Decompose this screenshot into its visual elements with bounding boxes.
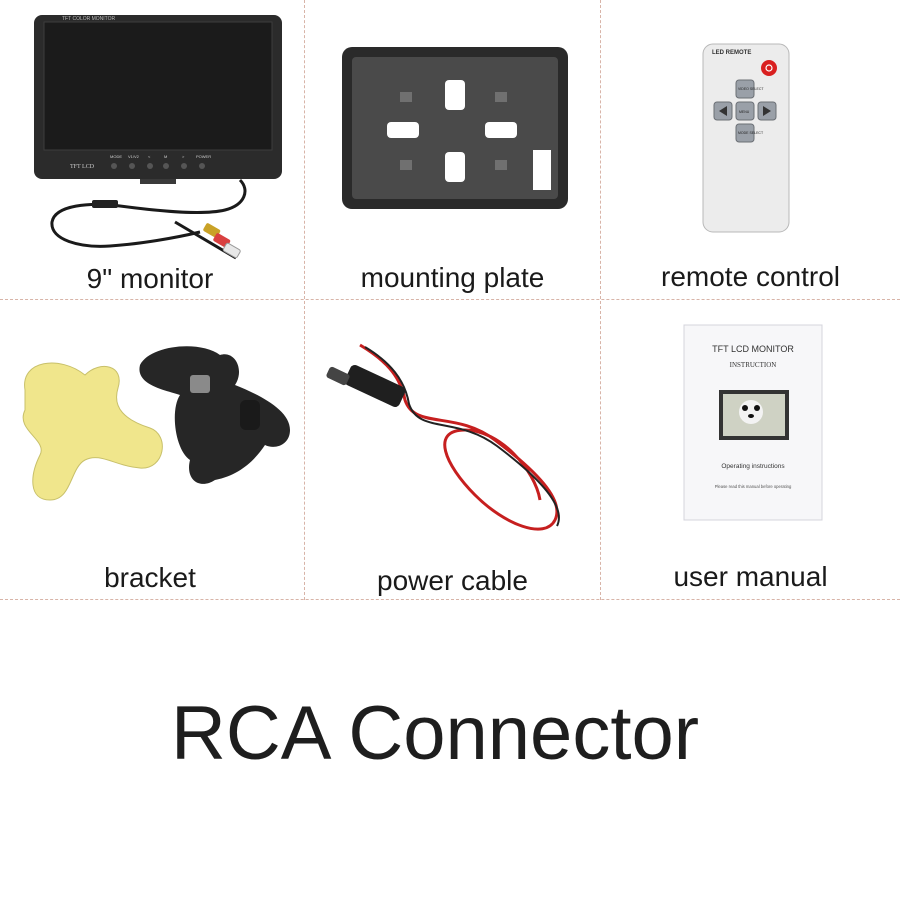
product-cell-user-manual: TFT LCD MONITOR INSTRUCTION Operating in… [601, 300, 900, 600]
product-cell-remote: LED REMOTE VIDEO SELECT MENU MODE SELECT… [601, 0, 900, 300]
product-cell-mounting-plate: mounting plate [305, 0, 605, 300]
product-grid: TFT COLOR MONITOR TFT LCD MODE V1/V2 < M… [0, 0, 900, 600]
remote-button-label: MENU [739, 110, 750, 114]
monitor-button-label: M [164, 154, 167, 159]
grid-divider [0, 299, 900, 300]
monitor-button-label: POWER [196, 154, 211, 159]
monitor-image: TFT COLOR MONITOR TFT LCD MODE V1/V2 < M… [34, 15, 282, 260]
product-caption: mounting plate [360, 262, 545, 293]
product-cell-monitor: TFT COLOR MONITOR TFT LCD MODE V1/V2 < M… [0, 0, 300, 300]
monitor-button-label: V1/V2 [128, 154, 140, 159]
monitor-button-label: > [182, 154, 185, 159]
product-caption: user manual [673, 561, 828, 592]
manual-title: TFT LCD MONITOR [712, 344, 794, 354]
grid-divider [600, 0, 601, 600]
grid-divider [0, 599, 900, 600]
product-caption: remote control [661, 261, 840, 292]
footer-title: RCA Connector [170, 691, 700, 776]
product-cell-bracket: bracket [0, 300, 300, 600]
remote-control-image: LED REMOTE VIDEO SELECT MENU MODE SELECT [702, 43, 790, 233]
manual-subtitle: INSTRUCTION [730, 361, 777, 369]
grid-divider [304, 0, 305, 600]
power-cable-image [326, 343, 560, 531]
bracket-image [22, 346, 290, 501]
remote-button-label: VIDEO SELECT [738, 87, 764, 91]
product-caption: power cable [377, 565, 528, 596]
manual-operating-text: Operating instructions [721, 463, 785, 470]
product-caption: bracket [104, 562, 196, 593]
monitor-button-label: MODE [110, 154, 122, 159]
monitor-brand-text: TFT COLOR MONITOR [62, 16, 116, 22]
product-cell-power-cable: power cable [305, 300, 605, 600]
monitor-button-label: < [148, 154, 151, 159]
remote-button-label: MODE SELECT [738, 131, 764, 135]
remote-label: LED REMOTE [712, 50, 751, 56]
user-manual-image: TFT LCD MONITOR INSTRUCTION Operating in… [683, 324, 823, 521]
product-caption: 9" monitor [86, 263, 214, 294]
manual-note: Please read this manual before operating [715, 484, 792, 489]
monitor-logo-text: TFT LCD [70, 164, 95, 170]
mounting-plate-image [342, 47, 568, 209]
